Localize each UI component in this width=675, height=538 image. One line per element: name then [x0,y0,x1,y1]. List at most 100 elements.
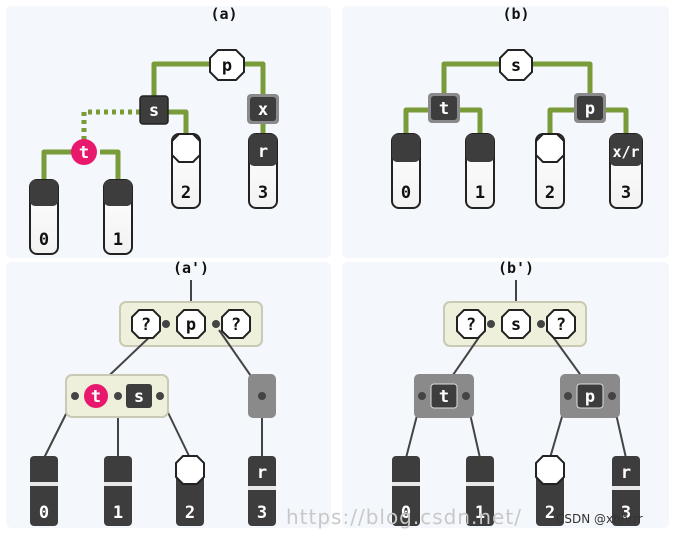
node-s-label: s [149,101,159,121]
node-x-label: x [258,100,268,120]
leaf-2-octagon [535,133,565,163]
node-p [176,309,206,339]
edge-s-t-dotted [81,109,140,140]
leaf-3-divider [248,486,276,490]
leaf-1-top [104,180,132,206]
leaf-1-divider [104,482,132,486]
node-t [431,96,457,120]
node-s-label: s [134,387,144,407]
watermark-tag: CSDN @xhhrrr [556,512,643,526]
leaf-3-block [248,456,276,526]
leaf-3-label: 3 [621,503,631,523]
node-p-label: p [585,387,595,407]
node-t [84,384,108,408]
leaf-3-r-label: r [621,463,631,483]
connector-dot [487,320,495,328]
leaf-0-label: 0 [39,230,49,250]
leaf-1-label: 1 [475,183,485,203]
panel-b-edges [403,61,629,136]
edge-t-0 [41,149,84,182]
leaf-3-r-label: r [257,463,267,483]
leaf-3-r-label: r [258,142,268,162]
leaf-3-label: 3 [621,183,631,203]
node-q-left [456,309,486,339]
node-s-label: s [511,56,521,76]
leaf-1-top [466,134,494,162]
connector-dot [608,392,616,400]
leaf-0-block [392,456,420,526]
leaf-2-octagon [535,455,565,485]
leaf-2-label: 2 [545,183,555,203]
connector-dot [258,392,266,400]
leaf-0-divider [392,482,420,486]
edge-p-xr [604,107,629,136]
node-q-right [221,309,251,339]
panel-b-prime-background [342,262,669,528]
leaf-0-top [392,134,420,162]
leaf-3-top [249,134,277,166]
node-t [71,139,97,165]
node-t-label: t [79,143,89,163]
node-p [576,383,604,409]
edge-t-1 [458,107,483,136]
node-q-right-label: ? [231,315,241,335]
connector-dot [212,320,220,328]
leaf-3-xr-label: x/r [612,143,639,161]
panel-b-label: (b) [502,5,529,23]
leaf-3-label: 3 [257,503,267,523]
leaf-3-divider [612,486,640,490]
connector-dot [114,392,122,400]
edge-s-t [441,61,502,96]
node-s [501,309,531,339]
leaf-1-block [466,456,494,526]
connector-dot [462,392,470,400]
leaf-1-label: 1 [113,503,123,523]
leaf-3-label: 3 [258,183,268,203]
connector-dot [71,392,79,400]
panel-a-prime-label: (a') [173,259,209,277]
leaf-1-block [104,456,132,526]
edge-p-s [151,61,210,104]
panel-a-edges [41,61,266,182]
leaf-0-divider [30,482,58,486]
edge-p-x [244,61,266,104]
leaf-2-octagon [171,133,201,163]
connector-dot [418,392,426,400]
edge-t-1 [100,149,121,182]
leaf-2-octagon [175,455,205,485]
node-s [499,49,533,81]
leaf-3-top [610,134,642,166]
panel-b-prime-label: (b') [498,259,534,277]
node-q-left-label: ? [141,315,151,335]
edge-s-p [530,61,593,96]
node-q-right-label: ? [556,315,566,335]
leaf-1-divider [466,482,494,486]
leaf-0-block [30,456,58,526]
watermark-url: https://blog.csdn.net/ [286,505,522,529]
node-p-label: p [186,315,196,335]
node-p [209,49,245,81]
node-q-right [546,309,576,339]
panel-b-background [342,6,669,258]
connector-dot [564,392,572,400]
node-t-label: t [439,387,449,407]
leaf-0-top [30,180,58,206]
connector-dot [162,320,170,328]
leaf-2-label: 2 [185,503,195,523]
node-t-label: t [91,387,101,407]
node-p-label: p [222,56,232,76]
leaf-2-label: 2 [545,503,555,523]
leaf-0-label: 0 [401,183,411,203]
edge-t-0 [403,107,430,136]
panel-a-label: (a) [210,5,237,23]
node-t [430,383,458,409]
node-x [250,97,276,121]
leaf-1-label: 1 [475,503,485,523]
edge-s-2 [166,109,189,136]
node-s [139,95,169,125]
leaf-3-block [612,456,640,526]
connector-dot [156,392,164,400]
node-s-label: s [511,315,521,335]
